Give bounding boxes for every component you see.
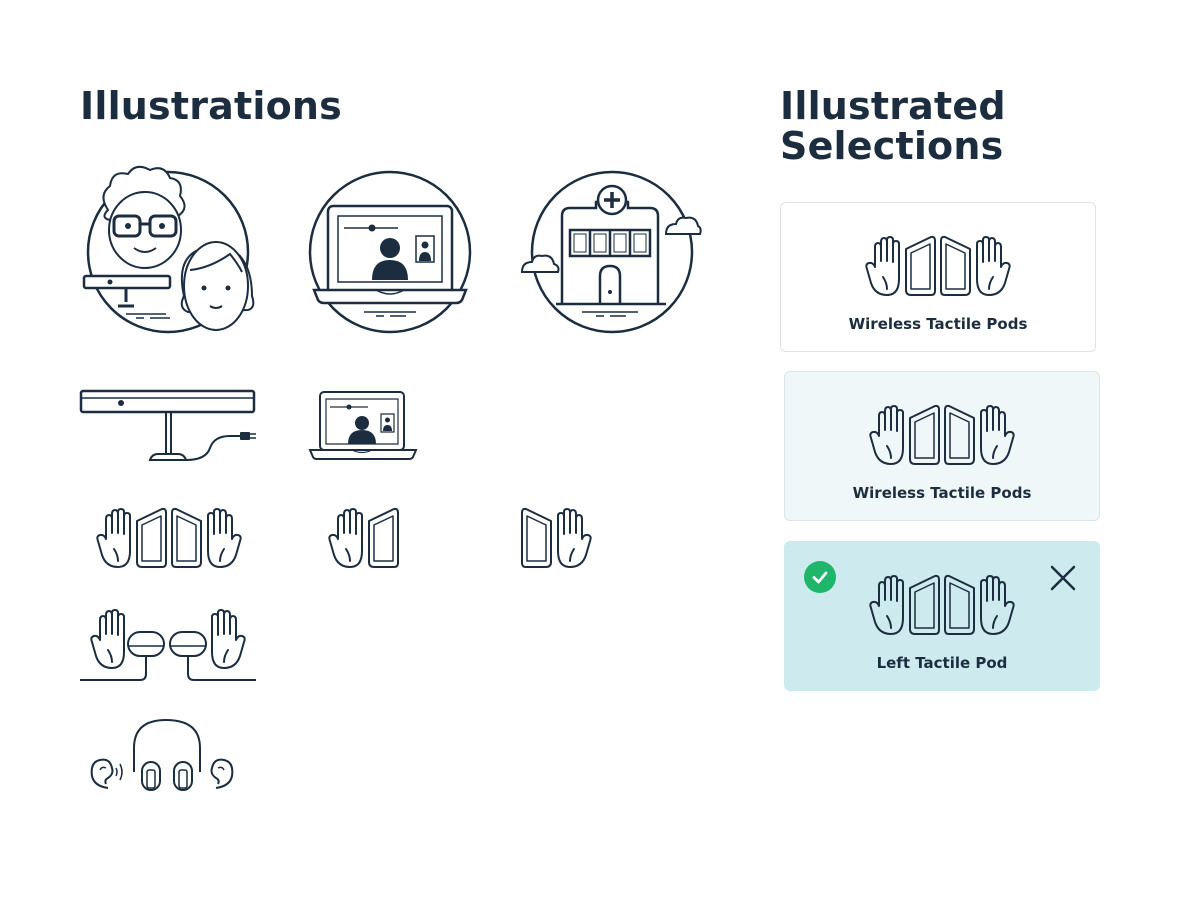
illustrated-selections-heading: Illustrated Selections [780,84,1006,168]
wired-tactile-pods-illustration [80,609,258,684]
left-tactile-pod-illustration [328,507,399,568]
close-icon[interactable] [1047,562,1079,594]
laptop-video-illustration [308,390,418,464]
right-tactile-pod-illustration [521,507,592,568]
video-call-laptop-illustration [306,168,476,338]
wireless-tactile-pods-icon [867,570,1017,636]
sound-bar-illustration [80,390,256,464]
wireless-tactile-pods-icon [863,231,1013,297]
teacher-student-illustration [80,160,260,340]
wireless-tactile-pods-illustration [94,503,244,569]
selection-card-default[interactable]: Wireless Tactile Pods [780,202,1096,352]
headphones-hearing-illustration [88,718,238,796]
selection-card-label: Wireless Tactile Pods [848,315,1028,333]
selection-card-label: Left Tactile Pod [876,654,1008,672]
illustrations-heading: Illustrations [80,84,342,128]
check-circle-icon [804,561,836,593]
selection-card-selected[interactable]: Left Tactile Pod [784,541,1100,691]
selection-card-label: Wireless Tactile Pods [852,484,1032,502]
selection-card-hover[interactable]: Wireless Tactile Pods [784,371,1100,521]
wireless-tactile-pods-icon [867,400,1017,466]
hospital-building-illustration [520,168,702,338]
